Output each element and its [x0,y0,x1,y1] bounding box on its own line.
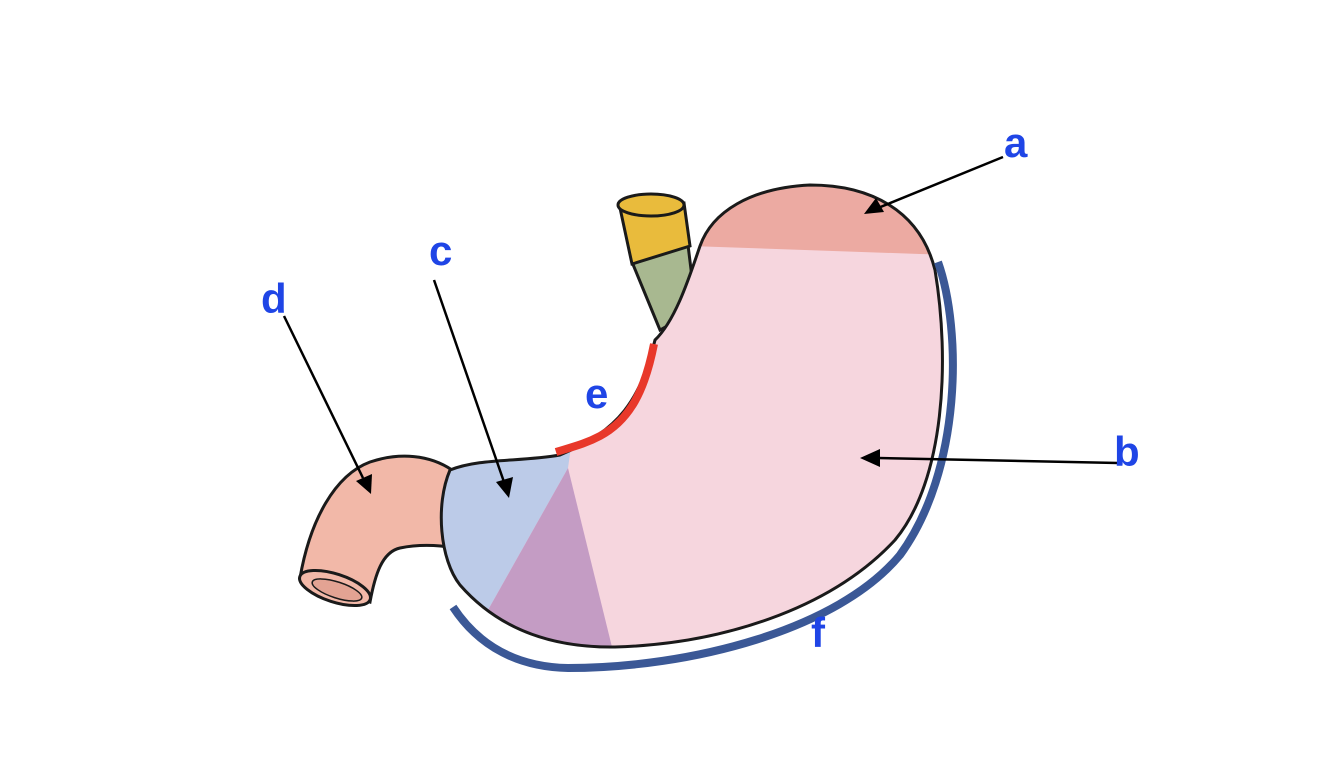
arrow-a-head [864,198,884,214]
arrow-d-line [282,315,365,479]
duodenum-lumen [311,578,363,602]
arrow-c-head [496,477,513,498]
duodenum [298,454,457,608]
esophagus-opening [616,192,686,218]
stomach-outline [439,183,944,649]
arrow-b-line [877,456,1119,465]
greater-curvature-line [449,260,957,673]
fundus-region [680,185,943,256]
duodenum-tube [298,454,457,604]
label-d: d [261,275,287,322]
pointer-arrows [282,155,1119,498]
label-a: a [1004,119,1028,166]
arrow-b-head [860,449,880,467]
lesser-curvature-line [554,343,658,456]
arrow-a-line [877,155,1004,210]
label-c: c [429,227,452,274]
arrow-c-line [432,279,506,483]
label-f: f [811,609,826,656]
label-e: e [585,370,608,417]
label-b: b [1114,428,1140,475]
esophagus [616,192,698,333]
arrow-d-head [356,474,372,494]
